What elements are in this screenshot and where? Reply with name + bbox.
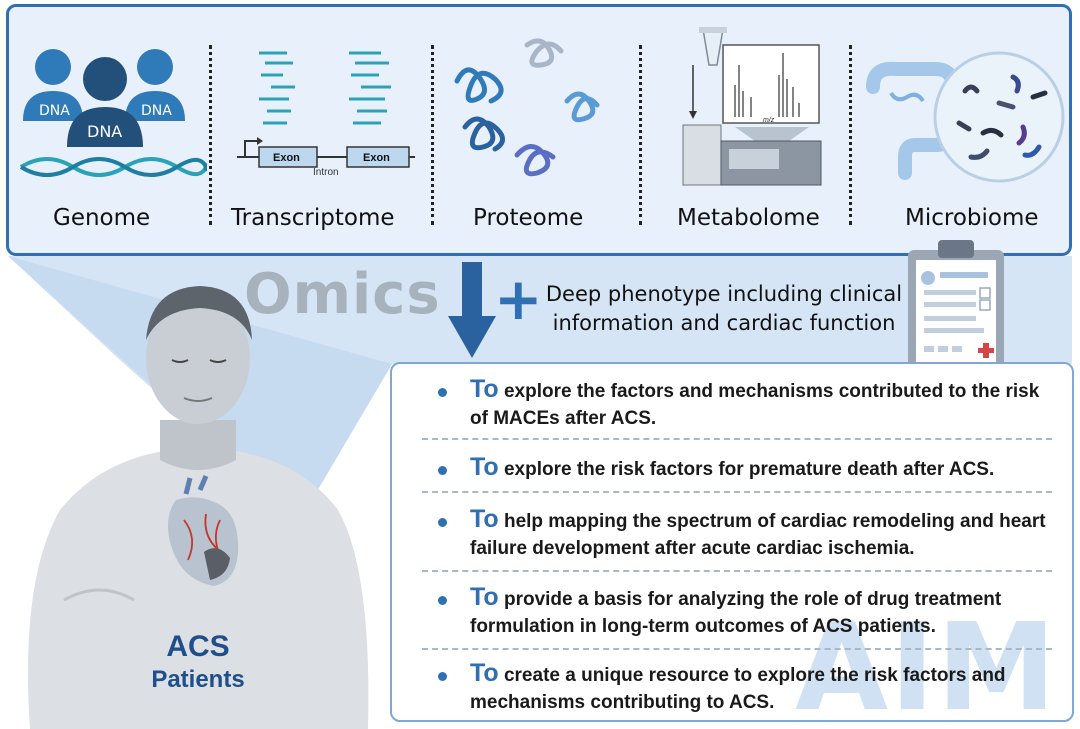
aim-divider (422, 570, 1052, 572)
svg-text:DNA: DNA (39, 103, 70, 119)
mass-spec-icon: m/z (682, 27, 822, 186)
aim-item: To help mapping the spectrum of cardiac … (392, 505, 1072, 562)
aim-to: To (470, 505, 499, 533)
down-arrow-icon (448, 262, 496, 358)
exon-label-1: Exon (273, 152, 300, 164)
acs-subtitle: Patients (151, 666, 245, 693)
patient-figure (28, 286, 369, 729)
aim-item: To explore the risk factors for prematur… (392, 453, 1072, 483)
aim-text: provide a basis for analyzing the role o… (470, 589, 1002, 637)
aim-panel: AIM To explore the factors and mechanism… (390, 362, 1074, 722)
bullet-icon (438, 596, 447, 605)
transcriptome-label: Transcriptome (231, 205, 395, 231)
acs-title: ACS (166, 630, 230, 663)
aim-divider (422, 648, 1052, 650)
genome-label: Genome (53, 205, 151, 231)
heart-icon (168, 475, 239, 586)
protein-icon (454, 38, 600, 177)
divider-4 (849, 45, 852, 225)
microbiome-label: Microbiome (905, 205, 1039, 231)
bullet-icon (438, 672, 447, 681)
aim-item: To explore the factors and mechanisms co… (392, 375, 1072, 432)
aim-divider (422, 438, 1052, 440)
aim-item: To provide a basis for analyzing the rol… (392, 583, 1072, 640)
phenotype-line-2: information and cardiac function (552, 311, 896, 335)
bullet-icon (438, 466, 447, 475)
microbiome-icon (866, 51, 1065, 183)
genome-people-icon: DNA DNA DNA (19, 49, 207, 177)
aim-text: explore the factors and mechanisms contr… (470, 381, 1040, 429)
aim-text: create a unique resource to explore the … (470, 665, 1006, 713)
metabolome-label: Metabolome (677, 205, 820, 231)
aim-to: To (470, 583, 499, 611)
transcript-icon: Exon Intron Exon (237, 51, 415, 177)
aim-to: To (470, 659, 499, 687)
divider-2 (431, 45, 434, 225)
plus-icon: + (494, 265, 543, 333)
svg-text:DNA: DNA (141, 103, 172, 119)
svg-text:DNA: DNA (87, 122, 122, 141)
divider-1 (209, 45, 212, 225)
aim-text: help mapping the spectrum of cardiac rem… (470, 511, 1046, 559)
bullet-icon (438, 388, 447, 397)
aim-text: explore the risk factors for premature d… (503, 459, 995, 480)
aim-to: To (470, 453, 499, 481)
aim-divider (422, 491, 1052, 493)
aim-to: To (470, 375, 499, 403)
clipboard-icon (908, 240, 1004, 372)
aim-watermark: AIM (795, 599, 1058, 722)
aim-item: To create a unique resource to explore t… (392, 659, 1072, 716)
mz-label: m/z (763, 117, 775, 124)
phenotype-line-1: Deep phenotype including clinical (545, 282, 903, 306)
phenotype-text: Deep phenotype including clinical inform… (544, 280, 904, 338)
intron-label: Intron (313, 167, 339, 177)
omics-title: Omics (244, 262, 441, 327)
divider-3 (639, 45, 642, 225)
proteome-label: Proteome (473, 205, 584, 231)
bullet-icon (438, 518, 447, 527)
omics-panel: DNA DNA DNA Genome Exon Intron Exon Tran… (6, 4, 1072, 256)
exon-label-2: Exon (363, 152, 390, 164)
